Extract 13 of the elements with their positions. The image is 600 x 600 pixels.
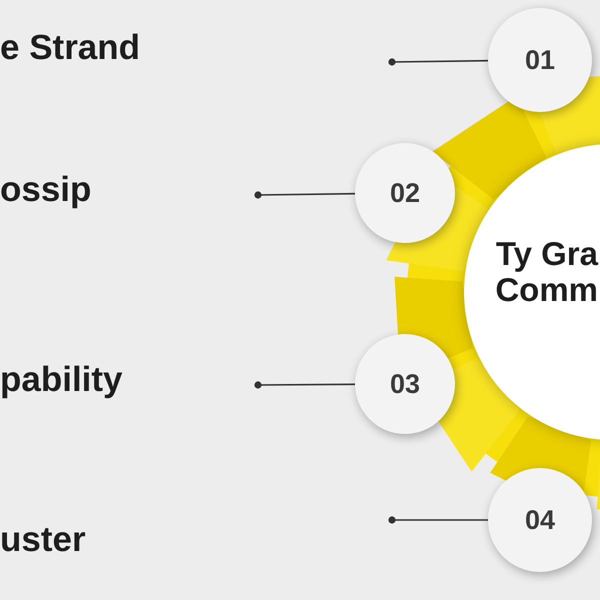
item-label: pability [0,360,123,400]
leader-line [388,516,488,524]
item-label: e Strand [0,28,140,68]
item-label: ossip [0,170,92,210]
number-circle: 04 [488,468,592,572]
leader-line [254,191,356,199]
number-circle: 01 [488,8,592,112]
number-circle: 02 [355,143,455,243]
leader-line [254,381,355,389]
number-circle: 03 [355,334,455,434]
center-title: Ty Gra Comm [495,236,598,308]
item-label: uster [0,520,86,560]
leader-line [388,58,488,66]
